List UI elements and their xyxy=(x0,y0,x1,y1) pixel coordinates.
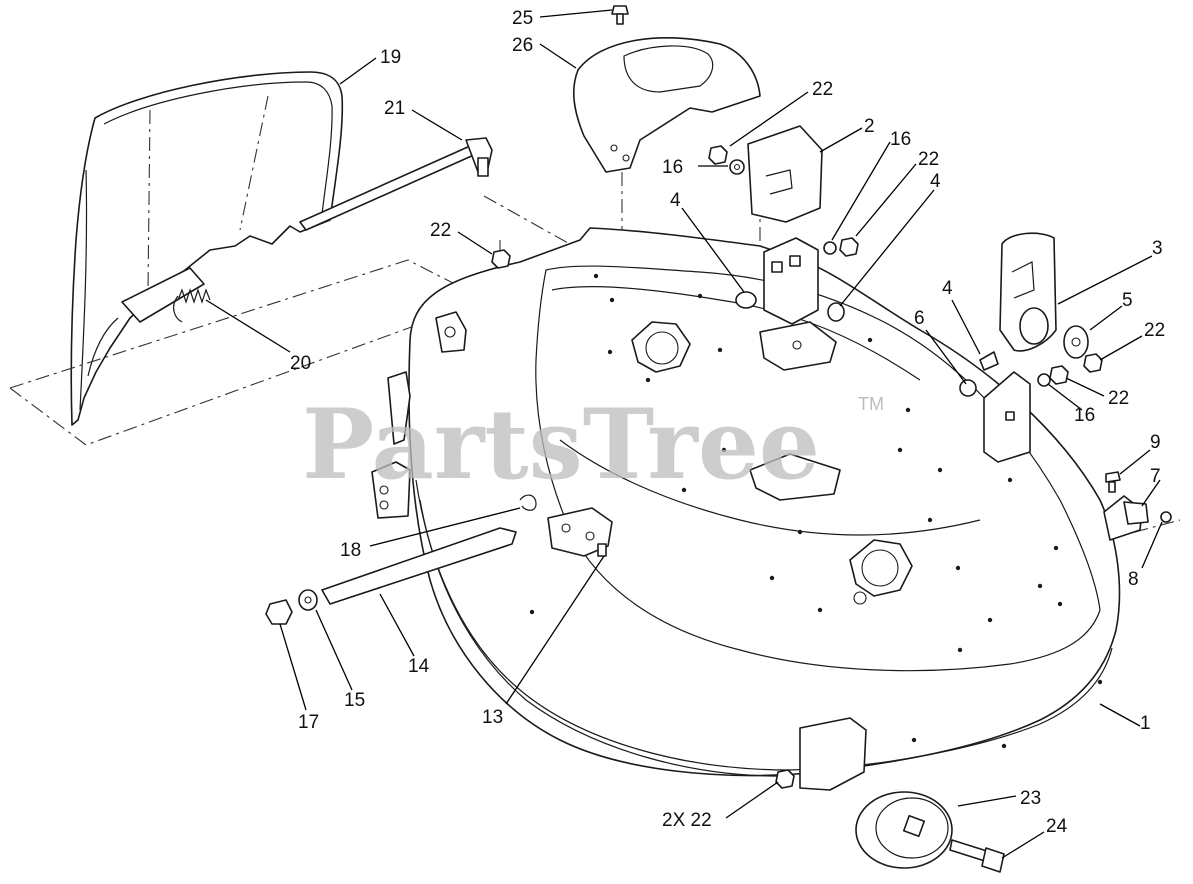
watermark-tm: TM xyxy=(858,394,884,414)
callout-6: 6 xyxy=(914,308,925,329)
callout-16-a: 16 xyxy=(662,157,683,178)
callout-3: 3 xyxy=(1152,238,1163,259)
callout-17: 17 xyxy=(298,712,319,733)
callout-1: 1 xyxy=(1140,713,1151,734)
spring-20 xyxy=(173,288,211,323)
callout-26: 26 xyxy=(512,35,533,56)
bolt-24 xyxy=(949,839,1005,873)
callout-18: 18 xyxy=(340,540,361,561)
callout-22-c: 22 xyxy=(430,220,451,241)
leader-lines xyxy=(205,9,1163,859)
callout-14: 14 xyxy=(408,656,430,677)
discharge-deflector xyxy=(70,71,344,426)
callout-24: 24 xyxy=(1046,816,1068,837)
bracket-4 xyxy=(735,237,845,325)
callout-2x-22: 2X 22 xyxy=(662,810,712,831)
callout-2: 2 xyxy=(864,116,875,137)
bracket-2 xyxy=(747,125,823,223)
callout-9: 9 xyxy=(1150,432,1161,453)
callout-8: 8 xyxy=(1128,569,1139,590)
hitch-bracket-13 xyxy=(519,494,613,557)
pivot-7 xyxy=(1103,471,1172,541)
callout-5: 5 xyxy=(1122,290,1133,311)
callout-22-d: 22 xyxy=(1144,320,1165,341)
callout-4-a: 4 xyxy=(670,190,681,211)
callout-4-c: 4 xyxy=(942,278,953,299)
callout-21: 21 xyxy=(384,98,405,119)
callout-25: 25 xyxy=(512,8,533,29)
callout-22-e: 22 xyxy=(1108,388,1129,409)
bracket-6 xyxy=(959,365,1069,463)
rod-21 xyxy=(299,137,493,231)
callout-13: 13 xyxy=(482,707,503,728)
callout-22-a: 22 xyxy=(812,79,833,100)
callout-19: 19 xyxy=(380,47,401,68)
callout-22-b: 22 xyxy=(918,149,939,170)
mower-deck xyxy=(371,227,1121,777)
belt-cover-26 xyxy=(572,36,761,173)
lift-rod-14 xyxy=(265,527,517,625)
callout-7: 7 xyxy=(1150,466,1161,487)
roller-23 xyxy=(775,717,953,869)
bracket-3 xyxy=(979,232,1103,373)
watermark-text: PartsTree xyxy=(302,388,820,501)
callout-16-b: 16 xyxy=(890,129,911,150)
callout-23: 23 xyxy=(1020,788,1041,809)
hardware-top xyxy=(491,145,859,269)
callout-20: 20 xyxy=(290,353,311,374)
callout-4-b: 4 xyxy=(930,171,941,192)
callout-16-c: 16 xyxy=(1074,405,1095,426)
bolt-25 xyxy=(611,5,629,25)
callout-labels: 25 26 19 21 22 2 16 16 22 4 4 22 3 4 5 2… xyxy=(290,8,1165,837)
callout-15: 15 xyxy=(344,690,365,711)
